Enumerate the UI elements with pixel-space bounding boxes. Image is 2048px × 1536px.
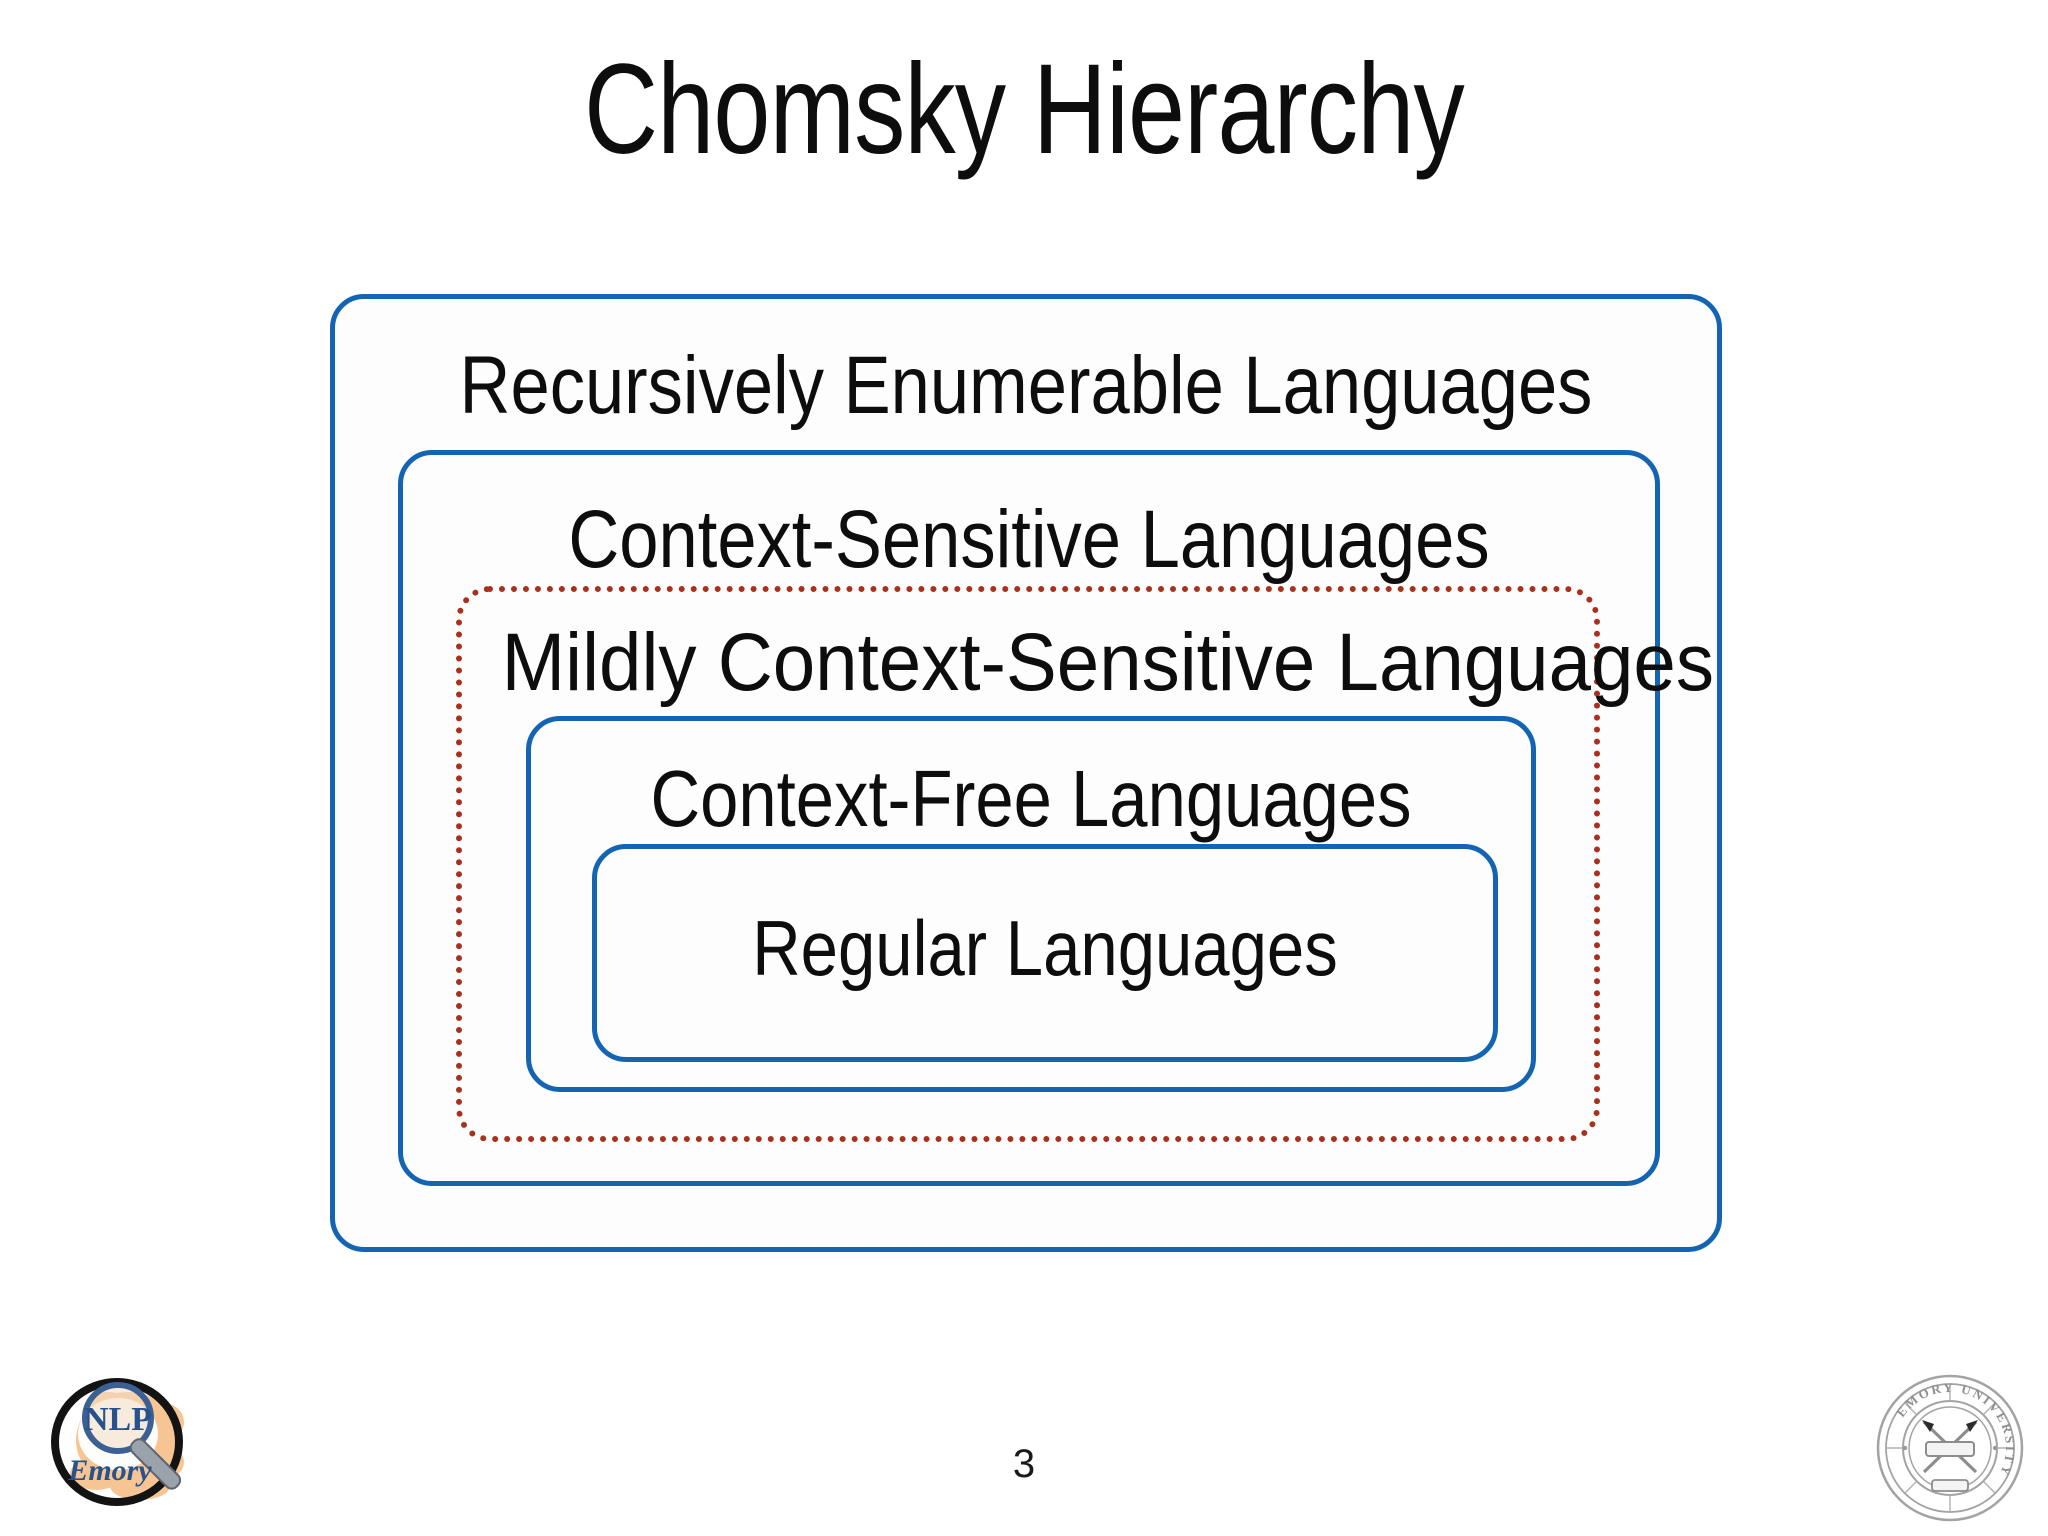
university-seal-icon: EMORY UNIVERSITY [1876, 1374, 2024, 1522]
magnifying-glass-icon: NLP Emory [51, 1378, 184, 1506]
language-label-context-free: Context-Free Languages [650, 754, 1412, 843]
language-label-regular: Regular Languages [752, 904, 1338, 992]
language-box-mildly-context-sensitive: Mildly Context-Sensitive Languages [456, 586, 1714, 1142]
nlp-logo-bottom-text: Emory [67, 1454, 152, 1487]
language-label-mildly-context-sensitive: Mildly Context-Sensitive Languages [501, 617, 1714, 708]
page-title: Chomsky Hierarchy [584, 38, 1465, 181]
emory-university-seal: EMORY UNIVERSITY [1874, 1372, 2026, 1524]
language-label-context-sensitive: Context-Sensitive Languages [568, 494, 1490, 585]
language-label-recursively-enumerable: Recursively Enumerable Languages [459, 340, 1593, 431]
nlp-logo-top-text: NLP [84, 1401, 152, 1438]
language-box-regular: Regular Languages [592, 844, 1498, 1062]
nlp-emory-logo: NLP Emory [44, 1370, 204, 1520]
page-number: 3 [1012, 1442, 1036, 1486]
